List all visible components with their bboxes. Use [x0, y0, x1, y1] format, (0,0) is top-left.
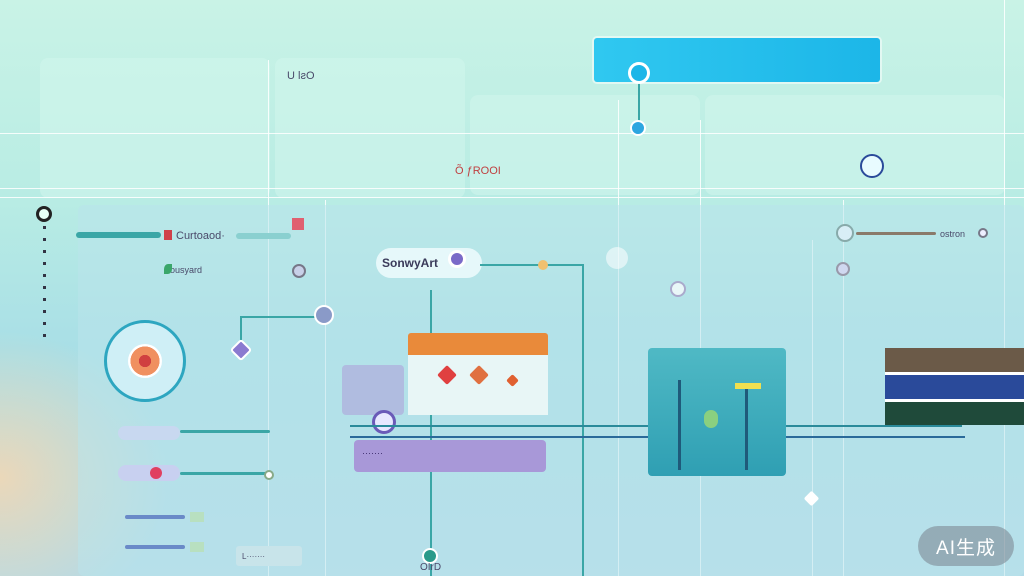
grid-line — [0, 197, 1024, 198]
list-tag — [190, 542, 204, 552]
card-header[interactable] — [408, 333, 548, 355]
grid-line — [0, 133, 1024, 134]
title-bar — [236, 233, 291, 239]
bottom-tag — [236, 546, 302, 566]
pin-icon[interactable] — [630, 120, 646, 136]
card-label: ······· — [362, 448, 383, 458]
pin-icon[interactable] — [628, 62, 650, 84]
connector-line — [240, 316, 242, 350]
connector-line — [638, 80, 640, 130]
card-body — [408, 355, 548, 415]
list-tag — [190, 512, 204, 522]
dotted-rail — [43, 226, 46, 346]
connector-line — [430, 290, 432, 576]
list-bar — [125, 515, 185, 519]
node-icon[interactable] — [150, 467, 162, 479]
bottom-center-label: OIrD — [420, 562, 442, 573]
ghost-block — [275, 58, 465, 198]
side-card[interactable] — [342, 365, 404, 415]
list-bar — [180, 472, 270, 475]
gauge-icon[interactable] — [860, 154, 884, 178]
target-icon[interactable] — [36, 206, 52, 222]
node-icon[interactable] — [978, 228, 988, 238]
panel-title: Curtoaod· — [176, 230, 225, 242]
node-icon[interactable] — [606, 247, 628, 269]
node-icon[interactable] — [538, 260, 548, 270]
node-icon[interactable] — [292, 264, 306, 278]
leaf-icon — [164, 264, 172, 274]
purple-card[interactable] — [354, 440, 546, 472]
target-icon — [128, 344, 162, 378]
ghost-block — [705, 95, 1005, 195]
marker — [735, 383, 761, 389]
list-bar — [180, 430, 270, 433]
node-icon[interactable] — [448, 250, 466, 268]
connector-line — [678, 380, 681, 470]
node-icon[interactable] — [670, 281, 686, 297]
node-icon[interactable] — [836, 262, 850, 276]
title-marker — [292, 218, 304, 230]
ghost-block — [40, 58, 270, 198]
main-panel — [78, 205, 1024, 576]
top-small-label: U lƨO — [287, 70, 315, 82]
connector-line — [745, 385, 748, 470]
title-marker — [164, 230, 172, 240]
node-icon[interactable] — [372, 410, 396, 434]
ghost-block — [470, 95, 700, 195]
panel-subtitle: ousyard — [170, 265, 203, 275]
teal-panel[interactable] — [648, 348, 786, 476]
center-small-label: Õ ƒROOI — [455, 165, 501, 177]
connector-line — [582, 264, 584, 576]
node-icon[interactable] — [704, 410, 718, 428]
title-bar — [76, 232, 161, 238]
right-label: ostron — [940, 229, 966, 239]
node-label: SonwyArt — [382, 256, 439, 270]
node-icon[interactable] — [422, 548, 438, 564]
node-icon[interactable] — [314, 305, 334, 325]
node-icon[interactable] — [264, 470, 274, 480]
grid-line — [0, 188, 1024, 189]
node-icon[interactable] — [836, 224, 854, 242]
slider-track[interactable] — [856, 232, 936, 235]
list-bar — [125, 545, 185, 549]
list-row[interactable] — [118, 465, 180, 481]
striped-banner — [885, 348, 1024, 426]
connector-line — [240, 316, 320, 318]
list-row[interactable] — [118, 426, 180, 440]
connector-line — [480, 264, 584, 266]
ai-generated-badge: AI生成 — [918, 526, 1014, 566]
bottom-small-label: L······· — [242, 552, 266, 561]
